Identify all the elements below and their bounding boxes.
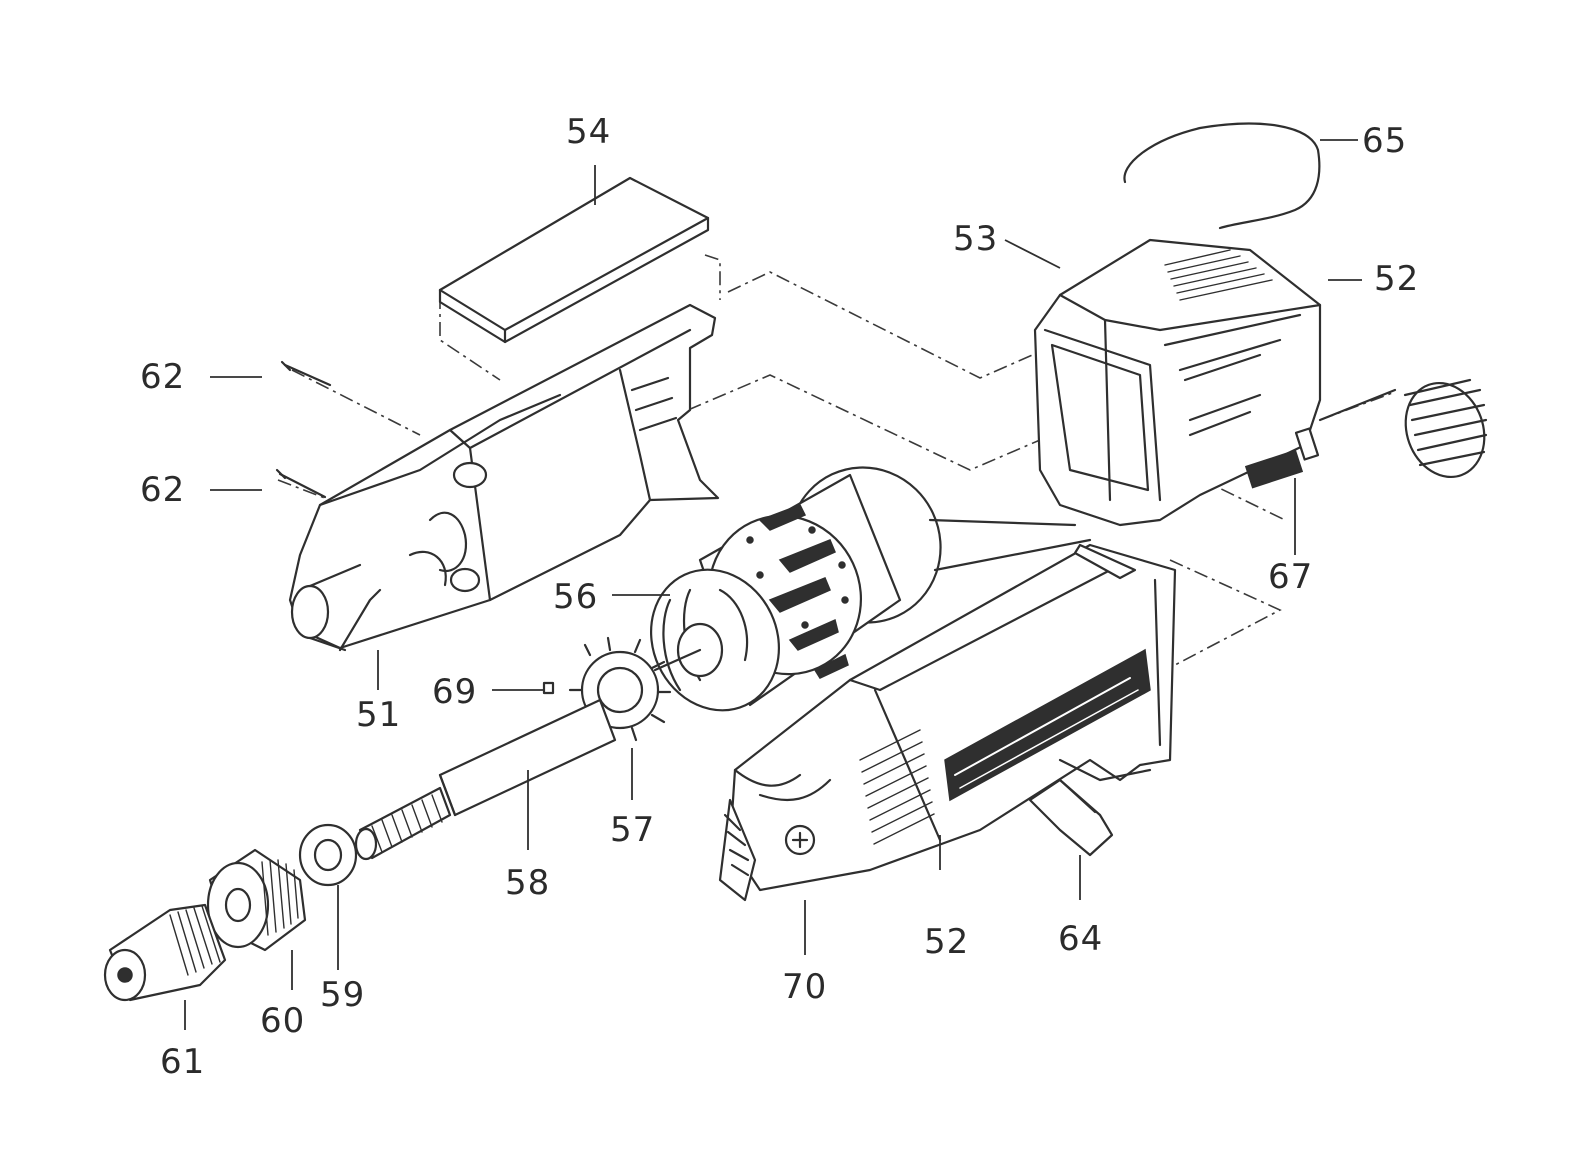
part-54-cover-plate (438, 176, 710, 344)
part-60-gear-nut (206, 848, 307, 952)
part-label-65: 65 (1362, 121, 1408, 161)
assembly-guide-lines (277, 254, 1396, 666)
part-62-screws (275, 360, 332, 499)
spindle-thread (371, 794, 443, 853)
part-52-main-housing (718, 543, 1177, 902)
part-label-56: 56 (553, 577, 599, 617)
housing-vents (859, 729, 935, 845)
part-67-spring (1318, 378, 1488, 479)
part-58-spindle (354, 698, 617, 861)
part-label-61: 61 (160, 1042, 206, 1082)
part-label-62-upper: 62 (140, 357, 186, 397)
leader-lines (184, 139, 1362, 1030)
part-label-53: 53 (953, 219, 999, 259)
part-69-key (542, 681, 555, 695)
part-label-51: 51 (356, 695, 402, 735)
part-label-62-lower: 62 (140, 470, 186, 510)
part-label-58: 58 (505, 863, 551, 903)
part-label-64: 64 (1058, 919, 1104, 959)
part-label-60: 60 (260, 1001, 306, 1041)
chuck-knurl (169, 905, 221, 976)
part-label-67: 67 (1268, 557, 1314, 597)
part-61-chuck (103, 903, 227, 1002)
part-51-housing-half (288, 303, 720, 652)
part-65-wire-clip (1123, 122, 1321, 230)
part-label-70: 70 (782, 967, 828, 1007)
part-53-rear-housing (1033, 238, 1322, 527)
part-label-54: 54 (566, 112, 612, 152)
part-label-57: 57 (610, 810, 656, 850)
part-59-washer (298, 823, 358, 887)
part-label-69: 69 (432, 672, 478, 712)
part-label-59: 59 (320, 975, 366, 1015)
gear-nut-teeth (261, 859, 299, 936)
part-label-52-lower: 52 (924, 922, 970, 962)
motor-field-texture (746, 504, 849, 679)
part-56-motor (649, 466, 1092, 712)
part-64-trigger (1028, 778, 1114, 857)
part-label-52-upper: 52 (1374, 259, 1420, 299)
